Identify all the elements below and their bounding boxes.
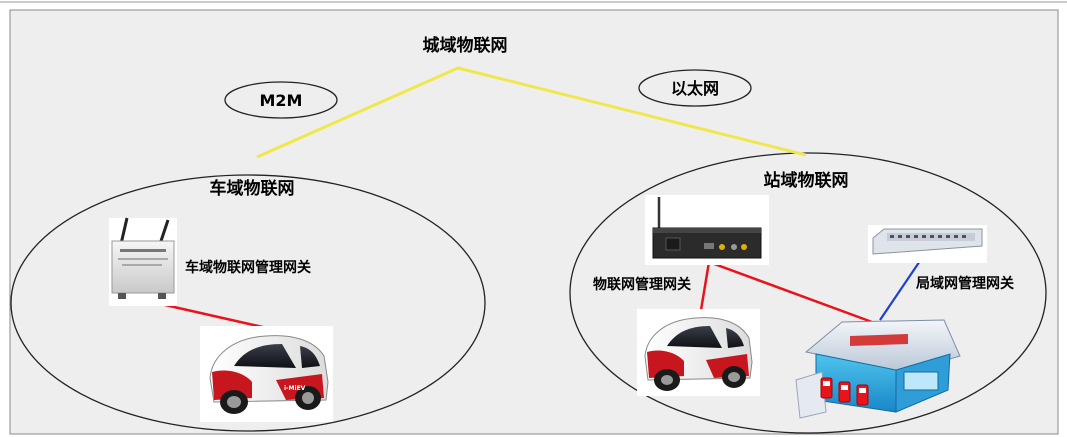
iot-gateway-to-station-link [708,260,873,324]
uplink-line [256,66,807,159]
lan-gateway-label: 局域网管理网关 [916,275,1014,292]
lan-gateway-device [868,225,987,263]
station-domain-ellipse [569,152,1047,434]
metro-iot-title: 城域物联网 [423,35,508,56]
vehicle-gateway-label: 车域物联网管理网关 [185,259,311,276]
vehicle-gateway-to-car-link [151,300,268,330]
ethernet-protocol-ellipse [638,69,752,107]
iot-gateway-label: 物联网管理网关 [593,276,691,293]
vehicle-domain-electric-car: i-MiEV [200,326,333,422]
ethernet-label: 以太网 [671,79,719,98]
charging-station-building [795,319,961,419]
m2m-label: M2M [260,91,303,110]
vehicle-gateway-device [109,217,177,306]
station-domain-title: 站域物联网 [764,170,849,191]
lan-gateway-to-station-link [879,257,923,321]
vehicle-domain-ellipse [10,174,486,432]
vehicle-domain-title: 车域物联网 [210,178,295,199]
m2m-protocol-ellipse [224,81,338,119]
station-domain-electric-car [637,309,760,396]
iot-gateway-device [645,195,769,265]
car-brand-text: i-MiEV [284,385,306,392]
